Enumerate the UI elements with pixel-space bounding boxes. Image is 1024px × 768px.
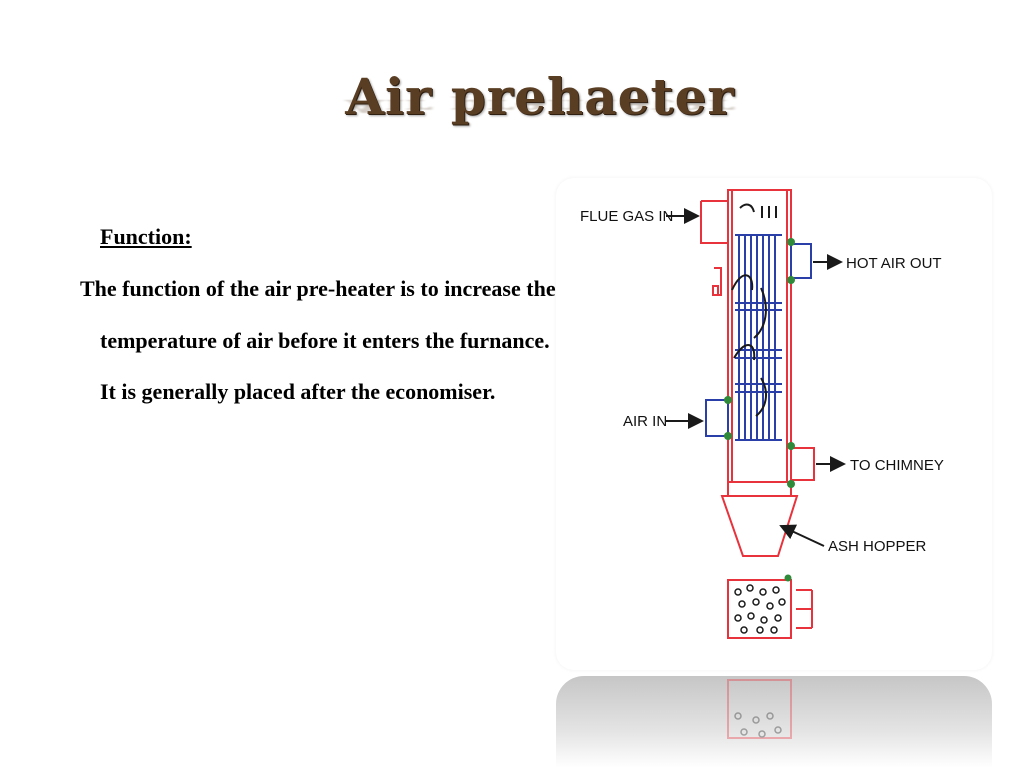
label-to-chimney: TO CHIMNEY — [850, 457, 944, 474]
label-arrows — [666, 208, 846, 547]
slide-title: Air prehaeter — [345, 67, 735, 126]
label-air-in: AIR IN — [623, 413, 667, 430]
internal-flow-arrows — [731, 203, 777, 417]
function-paragraph: The function of the air pre-heater is to… — [80, 276, 556, 404]
diagram-reflection — [556, 676, 992, 768]
label-hot-air-out: HOT AIR OUT — [846, 255, 942, 272]
gas-casing — [700, 189, 815, 639]
body-text: Function: The function of the air pre-he… — [80, 215, 560, 418]
bolts — [724, 238, 795, 582]
label-ash-hopper: ASH HOPPER — [828, 538, 927, 555]
air-tubes — [705, 234, 812, 441]
label-flue-gas-in: FLUE GAS IN — [580, 208, 673, 225]
function-heading: Function: — [100, 224, 192, 249]
air-preheater-diagram: FLUE GAS IN HOT AIR OUT AIR IN TO CHIMNE… — [556, 178, 992, 670]
grate-pebbles — [734, 584, 786, 634]
